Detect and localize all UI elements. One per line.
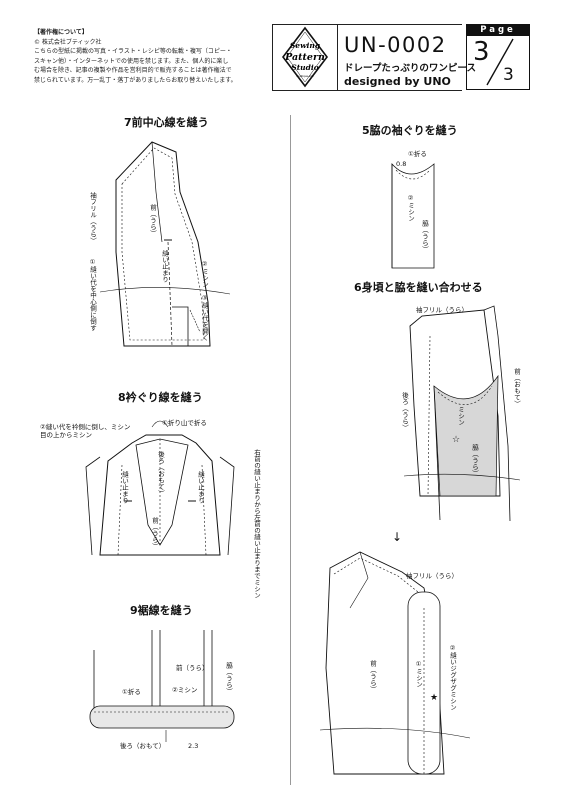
mae-label: 前（うら） <box>150 517 159 550</box>
step6b-ref2: ②縫いジグザグミシン <box>448 644 457 711</box>
step-9-diagram: 前（うら） 脇（うら） ①折る ②ミシン 後ろ（おもて） 2.3 <box>80 630 280 760</box>
star-mark: ★ <box>430 693 439 703</box>
sode-frill-label: 袖フリル（うら） <box>406 572 458 580</box>
copyright-line: スキャン他）・インターネットでの使用を禁じます。また、個人的に楽し <box>34 57 229 65</box>
nuidomari-label: 縫い止まり <box>160 250 169 283</box>
step-7-title: 7前中心線を縫う <box>124 116 209 129</box>
step7-ref3: ③縫い代を開く <box>200 294 209 341</box>
step-8-title: 8衿ぐり線を縫う <box>118 391 203 404</box>
page-label: Page <box>466 24 530 36</box>
width-label: 2.3 <box>188 742 199 750</box>
page-slash <box>486 38 514 86</box>
header-divider-mid <box>337 24 338 91</box>
step-8-diagram: ①折り山で折る ②縫い代を衿側に倒し、ミシン目の上からミシン 後ろ（おもて） 縫… <box>40 405 280 599</box>
ushiro-label: 後ろ（おもて） <box>120 742 166 750</box>
step5-ref1: ①折る <box>408 150 427 158</box>
step6b-ref1: ①ミシン <box>414 660 423 688</box>
step8-ref2: ②縫い代を衿側に倒し、ミシン目の上からミシン <box>40 423 131 439</box>
mae-label: 前（うら） <box>368 660 377 693</box>
arrow-down: ↓ <box>392 530 403 544</box>
logo-tagline: boutique-sha <box>296 74 313 78</box>
copyright-notice: 【著作権について】 © 株式会社ブティック社 こちらの型紙に掲載の写真・イラスト… <box>34 28 274 86</box>
star-mark: ☆ <box>452 435 461 445</box>
ushiro-label: 後ろ（うら） <box>400 392 409 431</box>
copyright-line: こちらの型紙に掲載の写真・イラスト・レシピ等の転載・複写（コピー・ <box>34 48 232 56</box>
copyright-line: む場合を除き、記事の複製や作品を営利目的で販売することは著作権法で <box>34 67 232 75</box>
step8-right-note: 右前の縫い止まりから左前の縫い止まりまでミシン <box>252 449 261 599</box>
step7-ref1: ①縫い代を中心側に倒す <box>88 258 97 331</box>
step-6b-diagram: 袖フリル（うら） 前（うら） ①ミシン ②縫いジグザグミシン ★ <box>319 548 530 778</box>
page-indicator: Page 3 3 <box>466 24 530 90</box>
step-6-diagram: 袖フリル（うら） 前（おもて） 後ろ（うら） ミシン ☆ 脇（うら） <box>380 296 530 526</box>
pattern-code: UN-0002 <box>344 33 447 57</box>
step9-ref1: ①折る <box>122 688 141 696</box>
nuidomari-right: 縫い止まり <box>196 471 205 504</box>
logo-line3: Studio <box>291 63 318 72</box>
designer-credit: designed by UNO <box>344 75 451 88</box>
logo-line2: Pattern <box>284 52 325 63</box>
page-current: 3 <box>473 37 490 67</box>
logo-line1: Sewing <box>290 41 320 50</box>
copyright-title: 【著作権について】 <box>34 29 88 36</box>
waki-label: 脇（うら） <box>470 444 479 477</box>
design-name: ドレープたっぷりのワンピース <box>344 63 476 74</box>
copyright-line: © 株式会社ブティック社 <box>34 38 102 46</box>
header-divider-bottom <box>272 90 462 91</box>
mae-label: 前（おもて） <box>512 368 521 407</box>
mae-label: 前（うら） <box>176 664 209 672</box>
step-5-title: 5脇の袖ぐりを縫う <box>362 124 458 137</box>
step-9-title: 9裾線を縫う <box>130 604 193 617</box>
ushiro-label: 後ろ（おもて） <box>156 451 165 497</box>
mae-label: 前（うら） <box>148 204 157 237</box>
waki-label: 脇（うら） <box>420 220 429 253</box>
page-total: 3 <box>503 65 514 85</box>
sode-frill-label: 袖フリル（うら） <box>416 306 468 314</box>
header-divider-top <box>272 24 462 25</box>
step-7-diagram: 袖フリル（うら） 前（うら） 縫い止まり ①縫い代を中心側に倒す ②ミシン ③縫… <box>60 132 260 357</box>
width-label: 0.8 <box>396 160 407 168</box>
nuidomari-left: 縫い止まり <box>120 471 129 504</box>
step9-ref2: ②ミシン <box>172 686 198 694</box>
sode-frill-label: 袖フリル（うら） <box>88 192 97 244</box>
header-divider-left <box>272 24 273 91</box>
step-6-title: 6身頃と脇を縫い合わせる <box>354 281 483 294</box>
sewing-pattern-studio-logo: Sewing Pattern Studio boutique-sha <box>279 24 331 90</box>
step5-ref2: ②ミシン <box>406 194 415 222</box>
step7-ref2: ②ミシン <box>200 260 209 288</box>
copyright-line: 禁じられています。万一乱丁・落丁がありましたらお取り替えいたします。 <box>34 76 237 84</box>
mishin-label: ミシン <box>456 406 465 426</box>
step8-ref1: ①折り山で折る <box>162 419 207 427</box>
step-5-diagram: ①折る 0.8 ②ミシン 脇（うら） <box>380 140 470 270</box>
column-divider <box>290 115 291 785</box>
waki-label: 脇（うら） <box>224 662 233 695</box>
